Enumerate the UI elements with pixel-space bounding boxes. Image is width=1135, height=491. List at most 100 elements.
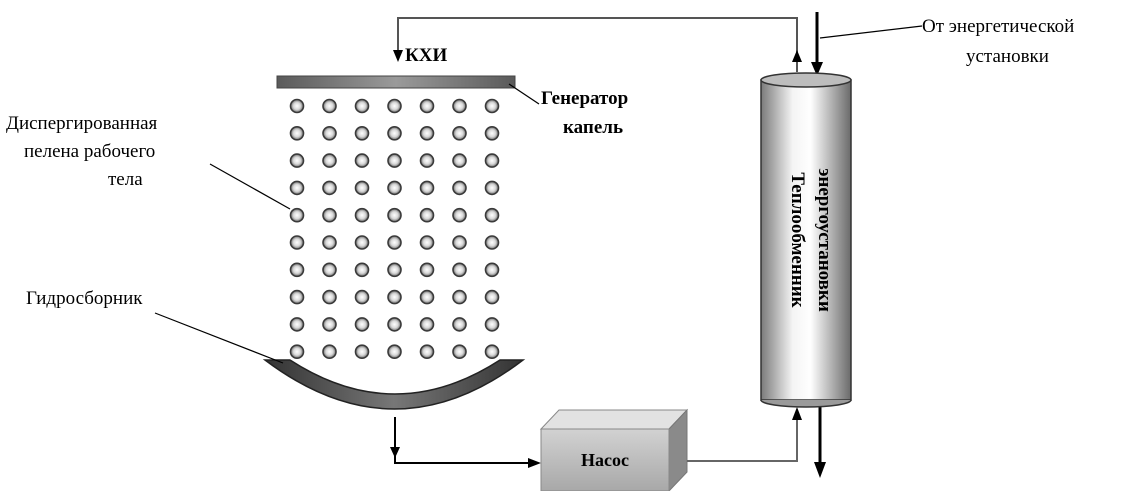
generator-label: Генератор [541,88,628,109]
droplet [387,207,402,223]
droplet [452,262,467,278]
droplet [354,344,370,360]
drain-pipe [394,417,530,464]
pump-label: Насос [581,450,629,470]
droplet [322,235,337,250]
droplet [289,98,305,114]
droplet [354,289,370,305]
arrow-down-icon [814,462,826,478]
droplet [322,180,337,196]
droplet [484,289,500,305]
arrow-down-icon [393,50,403,62]
droplet [419,289,435,305]
from-plant-label: установки [966,46,1049,67]
kxi-label: КХИ [405,45,447,66]
droplet [484,207,500,223]
droplet [419,153,435,168]
droplet [289,235,305,250]
droplet [289,126,305,141]
arrow-down-icon [811,62,823,76]
droplet-grid [289,98,500,360]
droplet [387,98,402,114]
droplet [484,126,500,141]
droplet [322,289,337,305]
dispersed-label: тела [108,169,143,190]
return-pipe [397,17,798,72]
droplet [484,262,500,278]
droplet [387,262,402,278]
droplet [322,126,337,141]
droplet [452,180,467,196]
arrow-right-icon [528,458,541,468]
droplet [387,126,402,141]
pump-box: Насос [539,408,689,491]
droplet [387,289,402,305]
droplet [322,344,337,360]
droplet [387,317,402,332]
droplet [354,262,370,278]
droplet [387,344,402,360]
droplet [484,180,500,196]
droplet [354,180,370,196]
droplet [387,235,402,250]
leader-line [209,163,291,210]
arrow-down-icon [390,447,400,458]
droplet [419,207,435,223]
leader-line [819,25,923,39]
droplet [452,207,467,223]
heat-exchanger-label: энергоустановки [814,168,835,312]
droplet [289,262,305,278]
droplet [484,317,500,332]
droplet [419,235,435,250]
droplet [354,317,370,332]
dispersed-label: Диспергированная [6,113,158,134]
droplet [452,153,467,168]
droplet [322,153,337,168]
droplet [452,126,467,141]
leader-line [154,312,284,364]
droplet [484,235,500,250]
droplet [322,207,337,223]
dispersed-label: пелена рабочего [24,141,155,162]
droplet [484,153,500,168]
droplet [289,344,305,360]
droplet [484,98,500,114]
droplet [354,207,370,223]
droplet [289,207,305,223]
collector-label: Гидросборник [26,288,143,309]
generator-label: капель [563,117,623,138]
arrow-up-icon [792,407,802,420]
droplet [387,153,402,168]
from-plant-label: От энергетической [922,16,1074,37]
arrow-up-icon [792,50,802,62]
droplet [419,126,435,141]
droplet [484,344,500,360]
droplet [322,98,337,114]
droplet [419,344,435,360]
droplet [354,153,370,168]
leader-line [508,83,540,105]
droplet [322,317,337,332]
droplet [289,317,305,332]
droplet [419,180,435,196]
droplet [289,180,305,196]
droplet [452,317,467,332]
droplet [452,98,467,114]
droplet [452,344,467,360]
droplet [387,180,402,196]
droplet [322,262,337,278]
droplet [289,153,305,168]
droplet [419,98,435,114]
drop-generator [276,75,516,89]
droplet [419,262,435,278]
heat-exchanger: Теплообменник энергоустановки [760,72,852,408]
droplet [354,98,370,114]
droplet [452,289,467,305]
supply-pipe [687,417,798,462]
droplet [419,317,435,332]
droplet [354,126,370,141]
droplet [289,289,305,305]
hydro-collector [262,359,526,410]
droplet [354,235,370,250]
